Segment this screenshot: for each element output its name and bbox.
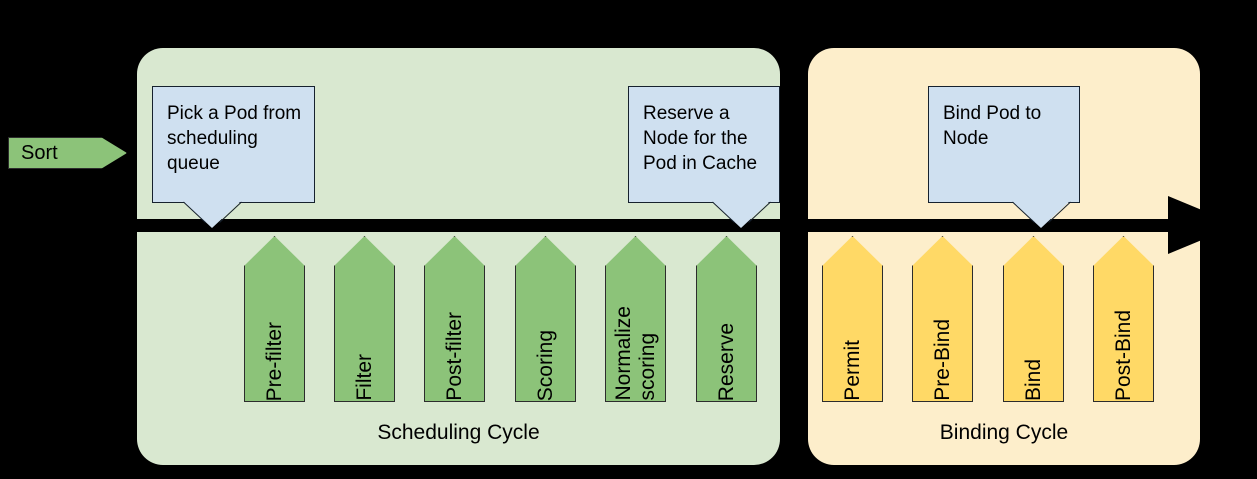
plugin-arrow-permit: Permit xyxy=(822,236,883,402)
plugin-arrow-filter: Filter xyxy=(334,236,395,402)
plugin-arrow-normalize-scoring: Normalize scoring xyxy=(605,236,666,402)
sort-label: Sort xyxy=(21,141,58,164)
callout-pick-pod: Pick a Pod from scheduling queue xyxy=(152,86,315,228)
timeline-bar xyxy=(137,219,1238,232)
callout-tail-icon xyxy=(712,201,771,228)
plugin-arrow-reserve: Reserve xyxy=(696,236,757,402)
callout-pick-pod-text: Pick a Pod from scheduling queue xyxy=(167,103,302,174)
plugin-arrow-post-bind: Post-Bind xyxy=(1093,236,1154,402)
callout-reserve-node-text: Reserve a Node for the Pod in Cache xyxy=(643,103,758,174)
plugin-label: Permit xyxy=(840,340,864,401)
plugin-arrow-scoring: Scoring xyxy=(515,236,576,402)
callout-bind-pod-text: Bind Pod to Node xyxy=(943,103,1042,149)
plugin-label: Bind xyxy=(1021,358,1045,401)
plugin-arrow-post-filter: Post-filter xyxy=(424,236,485,402)
callout-tail-icon xyxy=(1012,201,1071,228)
plugin-label: Pre-Bind xyxy=(930,319,954,401)
plugin-label: Post-filter xyxy=(442,312,466,401)
sort-arrow: Sort xyxy=(8,137,127,169)
callout-tail-icon xyxy=(183,201,242,228)
plugin-label: Scoring xyxy=(533,329,557,401)
plugin-arrow-bind: Bind xyxy=(1003,236,1064,402)
scheduling-cycle-caption: Scheduling Cycle xyxy=(377,421,540,444)
plugin-label: Reserve xyxy=(714,322,738,401)
plugin-arrow-pre-filter: Pre-filter xyxy=(244,236,305,402)
callout-bind-pod: Bind Pod to Node xyxy=(928,86,1080,228)
callout-reserve-node: Reserve a Node for the Pod in Cache xyxy=(628,86,780,228)
plugin-label: Post-Bind xyxy=(1111,309,1135,401)
plugin-label: Pre-filter xyxy=(262,321,286,401)
plugin-arrow-pre-bind: Pre-Bind xyxy=(912,236,973,402)
plugin-label: Filter xyxy=(352,354,376,401)
binding-cycle-caption: Binding Cycle xyxy=(939,421,1069,444)
right-arrow-icon xyxy=(1168,196,1238,254)
plugin-label: Normalize scoring xyxy=(611,306,659,401)
